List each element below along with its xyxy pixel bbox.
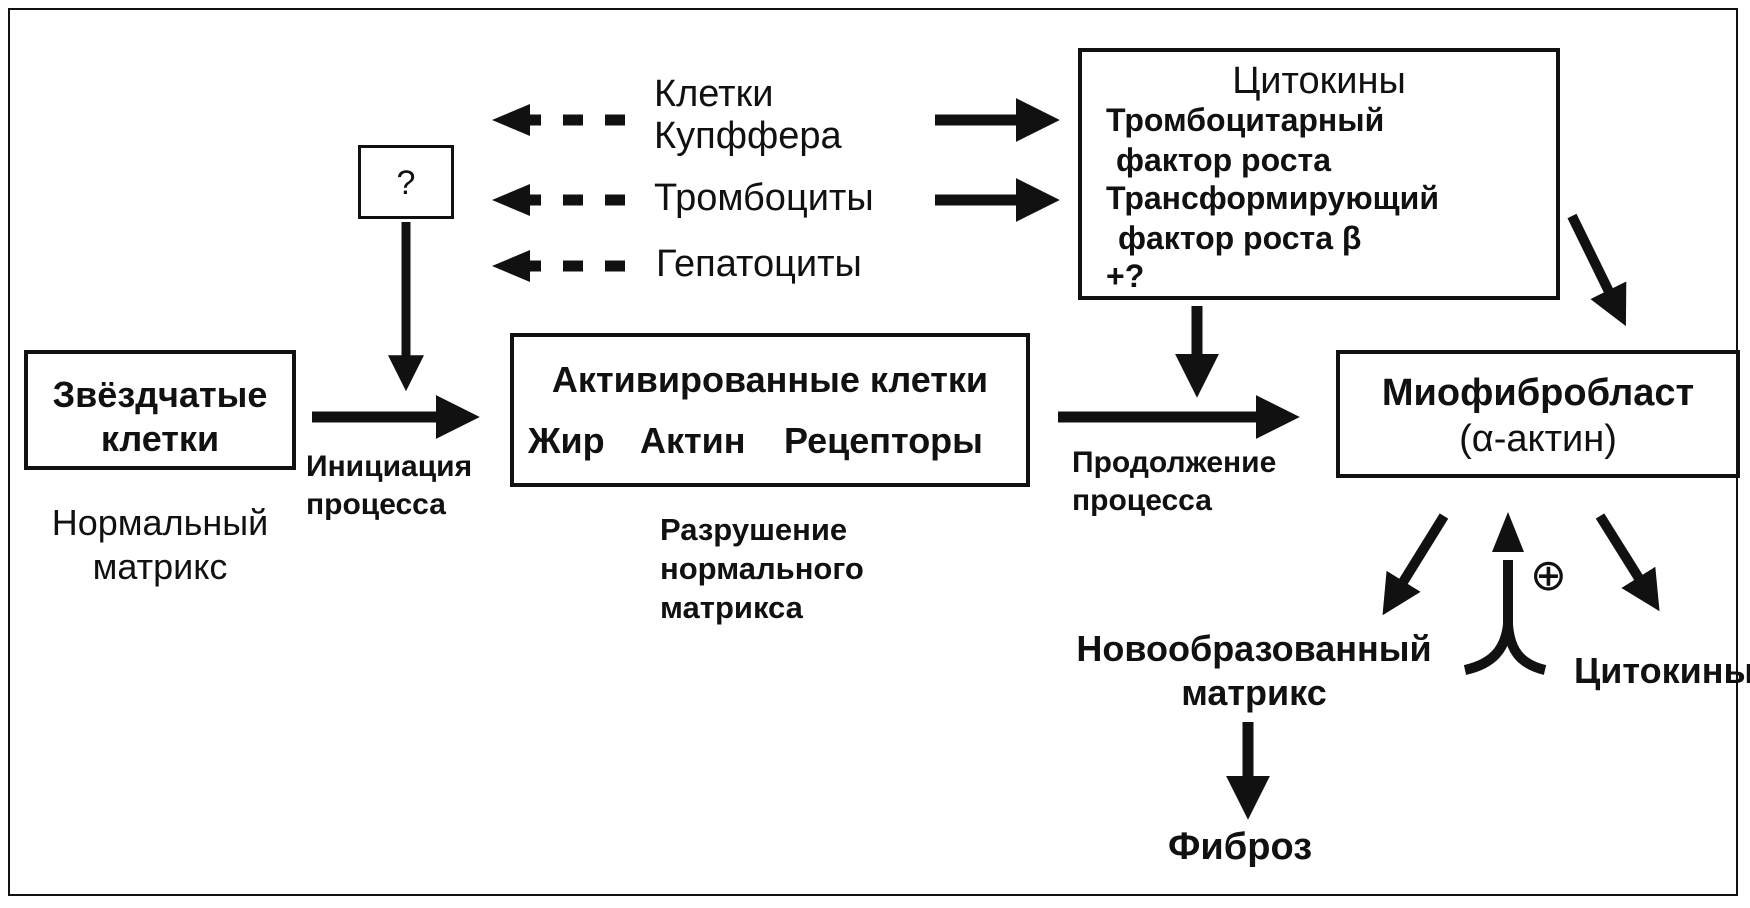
actin-label: Актин — [640, 420, 746, 461]
kupffer-line1: Клетки — [654, 73, 774, 115]
dashed-arrow-platelets-left — [492, 184, 625, 216]
platelets-label: Тромбоциты — [654, 177, 874, 219]
destruction-line3: матрикса — [660, 590, 803, 625]
continuation-line1: Продолжение — [1072, 446, 1277, 479]
feedback-arrow — [1463, 512, 1547, 675]
receptors-label: Рецепторы — [784, 420, 983, 461]
plus-symbol: ⊕ — [1530, 551, 1567, 600]
cytokine-line-4: фактор роста β — [1118, 220, 1362, 256]
dashed-arrow-hepatocytes-left — [492, 250, 625, 282]
destruction-line2: нормального — [660, 551, 864, 586]
fibrosis-label: Фиброз — [1168, 826, 1313, 868]
new-matrix-line2: матрикс — [1181, 672, 1327, 713]
initiation-line1: Инициация — [306, 450, 473, 483]
activated-cells-box: Активированные клетки Жир Актин Рецептор… — [510, 333, 1030, 487]
myofibroblast-label: Миофибробласт — [1381, 372, 1695, 414]
question-box: ? — [358, 145, 454, 219]
destruction-line1: Разрушение — [660, 512, 848, 547]
continuation-line2: процесса — [1072, 484, 1212, 517]
cytokine-line-3: Трансформирующий — [1106, 180, 1439, 216]
stellate-cells-line2: клетки — [100, 418, 220, 459]
dashed-arrow-kupffer-left — [492, 104, 625, 136]
arrow-myofibroblast-to-cytokines-out — [1595, 513, 1660, 612]
hepatocytes-label: Гепатоциты — [656, 243, 862, 285]
alpha-actin-label: (α-актин) — [1459, 418, 1617, 460]
cytokine-line-5: +? — [1106, 258, 1145, 294]
kupffer-line2: Купффера — [654, 115, 842, 157]
initiation-line2: процесса — [306, 488, 446, 521]
new-matrix-line1: Новообразованный — [1076, 628, 1432, 669]
arrow-myofibroblast-to-new-matrix — [1382, 513, 1449, 616]
cytokine-line-2: фактор роста — [1116, 142, 1331, 178]
cytokine-line-1: Тромбоцитарный — [1106, 102, 1385, 138]
normal-matrix-line2: матрикс — [92, 546, 228, 587]
arrow-cytokines-to-myofibroblast — [1567, 213, 1627, 327]
myofibroblast-box: Миофибробласт (α-актин) — [1336, 350, 1740, 478]
cytokines-out-label: Цитокины — [1574, 650, 1750, 691]
stellate-cells-line1: Звёздчатые — [52, 374, 268, 415]
normal-matrix-line1: Нормальный — [51, 502, 269, 543]
activated-cells-title: Активированные клетки — [551, 359, 989, 400]
question-mark: ? — [396, 164, 416, 202]
fat-label: Жир — [528, 420, 605, 461]
cytokines-box: Цитокины Тромбоцитарный фактор роста Тра… — [1078, 48, 1560, 300]
cytokines-title: Цитокины — [1232, 60, 1406, 102]
stellate-cells-box: Звёздчатые клетки — [24, 350, 296, 470]
